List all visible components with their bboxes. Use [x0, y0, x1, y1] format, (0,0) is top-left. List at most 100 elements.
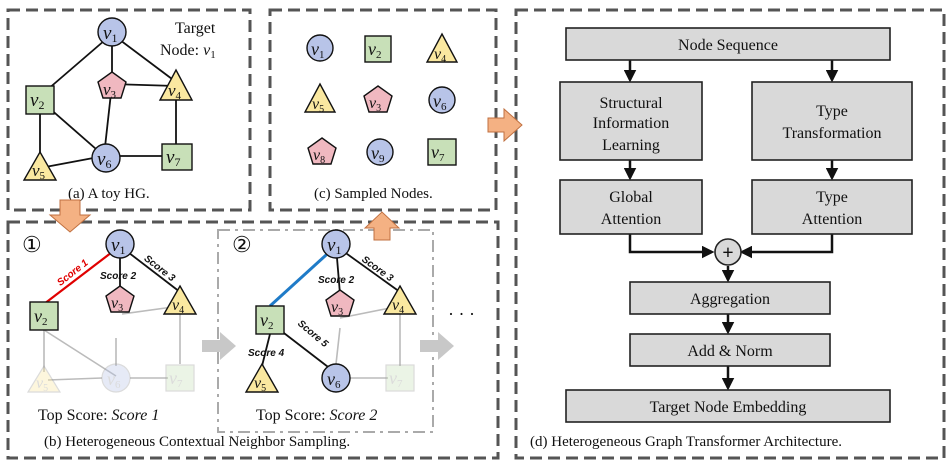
node-a-v3: v3 — [97, 71, 127, 101]
svg-text:Type: Type — [816, 189, 848, 206]
svg-text:v6: v6 — [327, 369, 341, 391]
box-node-sequence: Node Sequence — [565, 27, 891, 61]
svg-text:v3: v3 — [331, 299, 343, 318]
svg-text:v9: v9 — [371, 143, 385, 165]
node-b1-v7-faded: v7 — [165, 364, 195, 392]
node-b1-v5-faded: v5 — [26, 364, 62, 394]
target-label-2: Node:v1 — [160, 42, 216, 61]
step1-marker: ① — [22, 232, 42, 257]
svg-text:v7: v7 — [431, 142, 445, 164]
node-b2-v4: v4 — [382, 284, 418, 316]
node-a-v4: v4 — [158, 68, 194, 102]
node-a-v2: v2 — [25, 85, 55, 115]
panel-c-nodes: v1 v2 v4 v5 v3 v6 v8 v9 — [303, 32, 459, 202]
node-a-v5: v5 — [22, 150, 58, 182]
svg-text:Target Node Embedding: Target Node Embedding — [650, 399, 807, 416]
svg-text:Node Sequence: Node Sequence — [678, 37, 778, 54]
caption-d: (d) Heterogeneous Graph Transformer Arch… — [530, 434, 842, 450]
svg-text:v8: v8 — [313, 147, 325, 166]
score2-label-b: Score 2 — [318, 275, 355, 286]
node-b2-v5: v5 — [244, 362, 280, 394]
top-score-2: Top Score: Score 2 — [256, 407, 377, 424]
node-b1-v3: v3 — [105, 285, 135, 314]
node-a-v1: v1 — [97, 17, 127, 47]
svg-text:v1: v1 — [103, 23, 117, 45]
box-target-embedding: Target Node Embedding — [565, 389, 891, 423]
svg-text:v5: v5 — [36, 375, 48, 394]
panel-a-border — [6, 8, 252, 212]
svg-text:v5: v5 — [254, 375, 266, 394]
node-b2-v3: v3 — [325, 289, 355, 318]
caption-b: (b) Heterogeneous Contextual Neighbor Sa… — [44, 434, 350, 450]
svg-text:v2: v2 — [260, 310, 274, 332]
node-c-v3: v3 — [363, 85, 393, 114]
svg-text:Attention: Attention — [802, 211, 862, 228]
svg-text:v7: v7 — [166, 147, 180, 169]
box-type-attention: Type Attention — [751, 179, 913, 235]
svg-text:Global: Global — [609, 189, 653, 206]
node-c-v7: v7 — [427, 138, 457, 166]
node-c-v5: v5 — [303, 82, 337, 115]
node-a-v6: v6 — [91, 143, 121, 173]
node-c-v2: v2 — [364, 35, 392, 63]
node-c-v4: v4 — [425, 32, 459, 65]
node-b2-v2: v2 — [255, 305, 285, 335]
svg-text:v4: v4 — [168, 81, 182, 102]
svg-text:Attention: Attention — [601, 211, 661, 228]
node-b2-v6: v6 — [321, 363, 351, 393]
grey-arrow-2 — [420, 332, 454, 360]
score3-label-a: Score 3 — [142, 253, 178, 284]
node-b2-v7-faded: v7 — [385, 364, 415, 392]
panel-d-border — [514, 8, 946, 460]
orange-arrow-down — [48, 199, 92, 233]
ellipsis: · · · — [448, 304, 475, 324]
panel-b-step1: ① Score 1 Score 2 Score 3 v1 v3 v4 v2 — [22, 229, 198, 424]
score2-label-a: Score 2 — [100, 271, 137, 282]
node-c-v6: v6 — [428, 86, 456, 114]
svg-text:Add & Norm: Add & Norm — [687, 343, 773, 360]
score3-label-b: Score 3 — [359, 254, 395, 284]
box-add-norm: Add & Norm — [629, 333, 831, 367]
node-c-v1: v1 — [306, 34, 334, 62]
node-b2-v1: v1 — [321, 229, 351, 259]
svg-text:v6: v6 — [97, 149, 111, 171]
top-score-1: Top Score: Score 1 — [38, 407, 159, 424]
svg-text:v6: v6 — [433, 91, 447, 113]
svg-text:Structural: Structural — [599, 95, 663, 112]
panel-a-graph: v1 v2 v3 v4 v5 v6 v7 Target Node:v1 (a) … — [22, 17, 216, 202]
box-aggregation: Aggregation — [629, 281, 831, 315]
node-c-v9: v9 — [366, 138, 394, 166]
grey-arrow-1 — [202, 332, 236, 360]
svg-text:v3: v3 — [369, 95, 381, 114]
node-b1-v1: v1 — [105, 229, 135, 259]
svg-text:Transformation: Transformation — [783, 125, 882, 142]
svg-text:v2: v2 — [34, 306, 48, 328]
svg-text:v5: v5 — [312, 96, 324, 115]
box-type-transformation: Type Transformation — [751, 81, 913, 161]
box-structural-learning: Structural Information Learning — [559, 81, 703, 161]
panel-d-architecture: Node Sequence Structural Information Lea… — [530, 27, 913, 450]
orange-arrow-up — [363, 211, 401, 241]
svg-text:v7: v7 — [389, 368, 403, 390]
score4-label: Score 4 — [248, 348, 285, 359]
caption-c: (c) Sampled Nodes. — [314, 186, 433, 202]
node-c-v8: v8 — [307, 137, 337, 166]
node-b1-v6-faded: v6 — [101, 363, 131, 393]
svg-text:v4: v4 — [392, 297, 404, 316]
caption-a: (a) A toy HG. — [68, 186, 150, 202]
panel-c-border — [268, 8, 498, 212]
svg-text:Learning: Learning — [602, 137, 660, 154]
svg-text:v2: v2 — [368, 39, 382, 61]
svg-text:v1: v1 — [111, 235, 125, 257]
svg-text:v6: v6 — [107, 369, 121, 391]
step2-marker: ② — [232, 232, 252, 257]
panel-b-border — [6, 220, 500, 460]
svg-text:v7: v7 — [169, 368, 183, 390]
svg-text:Information: Information — [593, 115, 669, 132]
svg-text:v1: v1 — [311, 39, 325, 61]
svg-text:v5: v5 — [32, 161, 46, 182]
target-label-1: Target — [175, 20, 216, 37]
node-b1-v4: v4 — [162, 284, 198, 316]
svg-text:Aggregation: Aggregation — [690, 291, 770, 308]
